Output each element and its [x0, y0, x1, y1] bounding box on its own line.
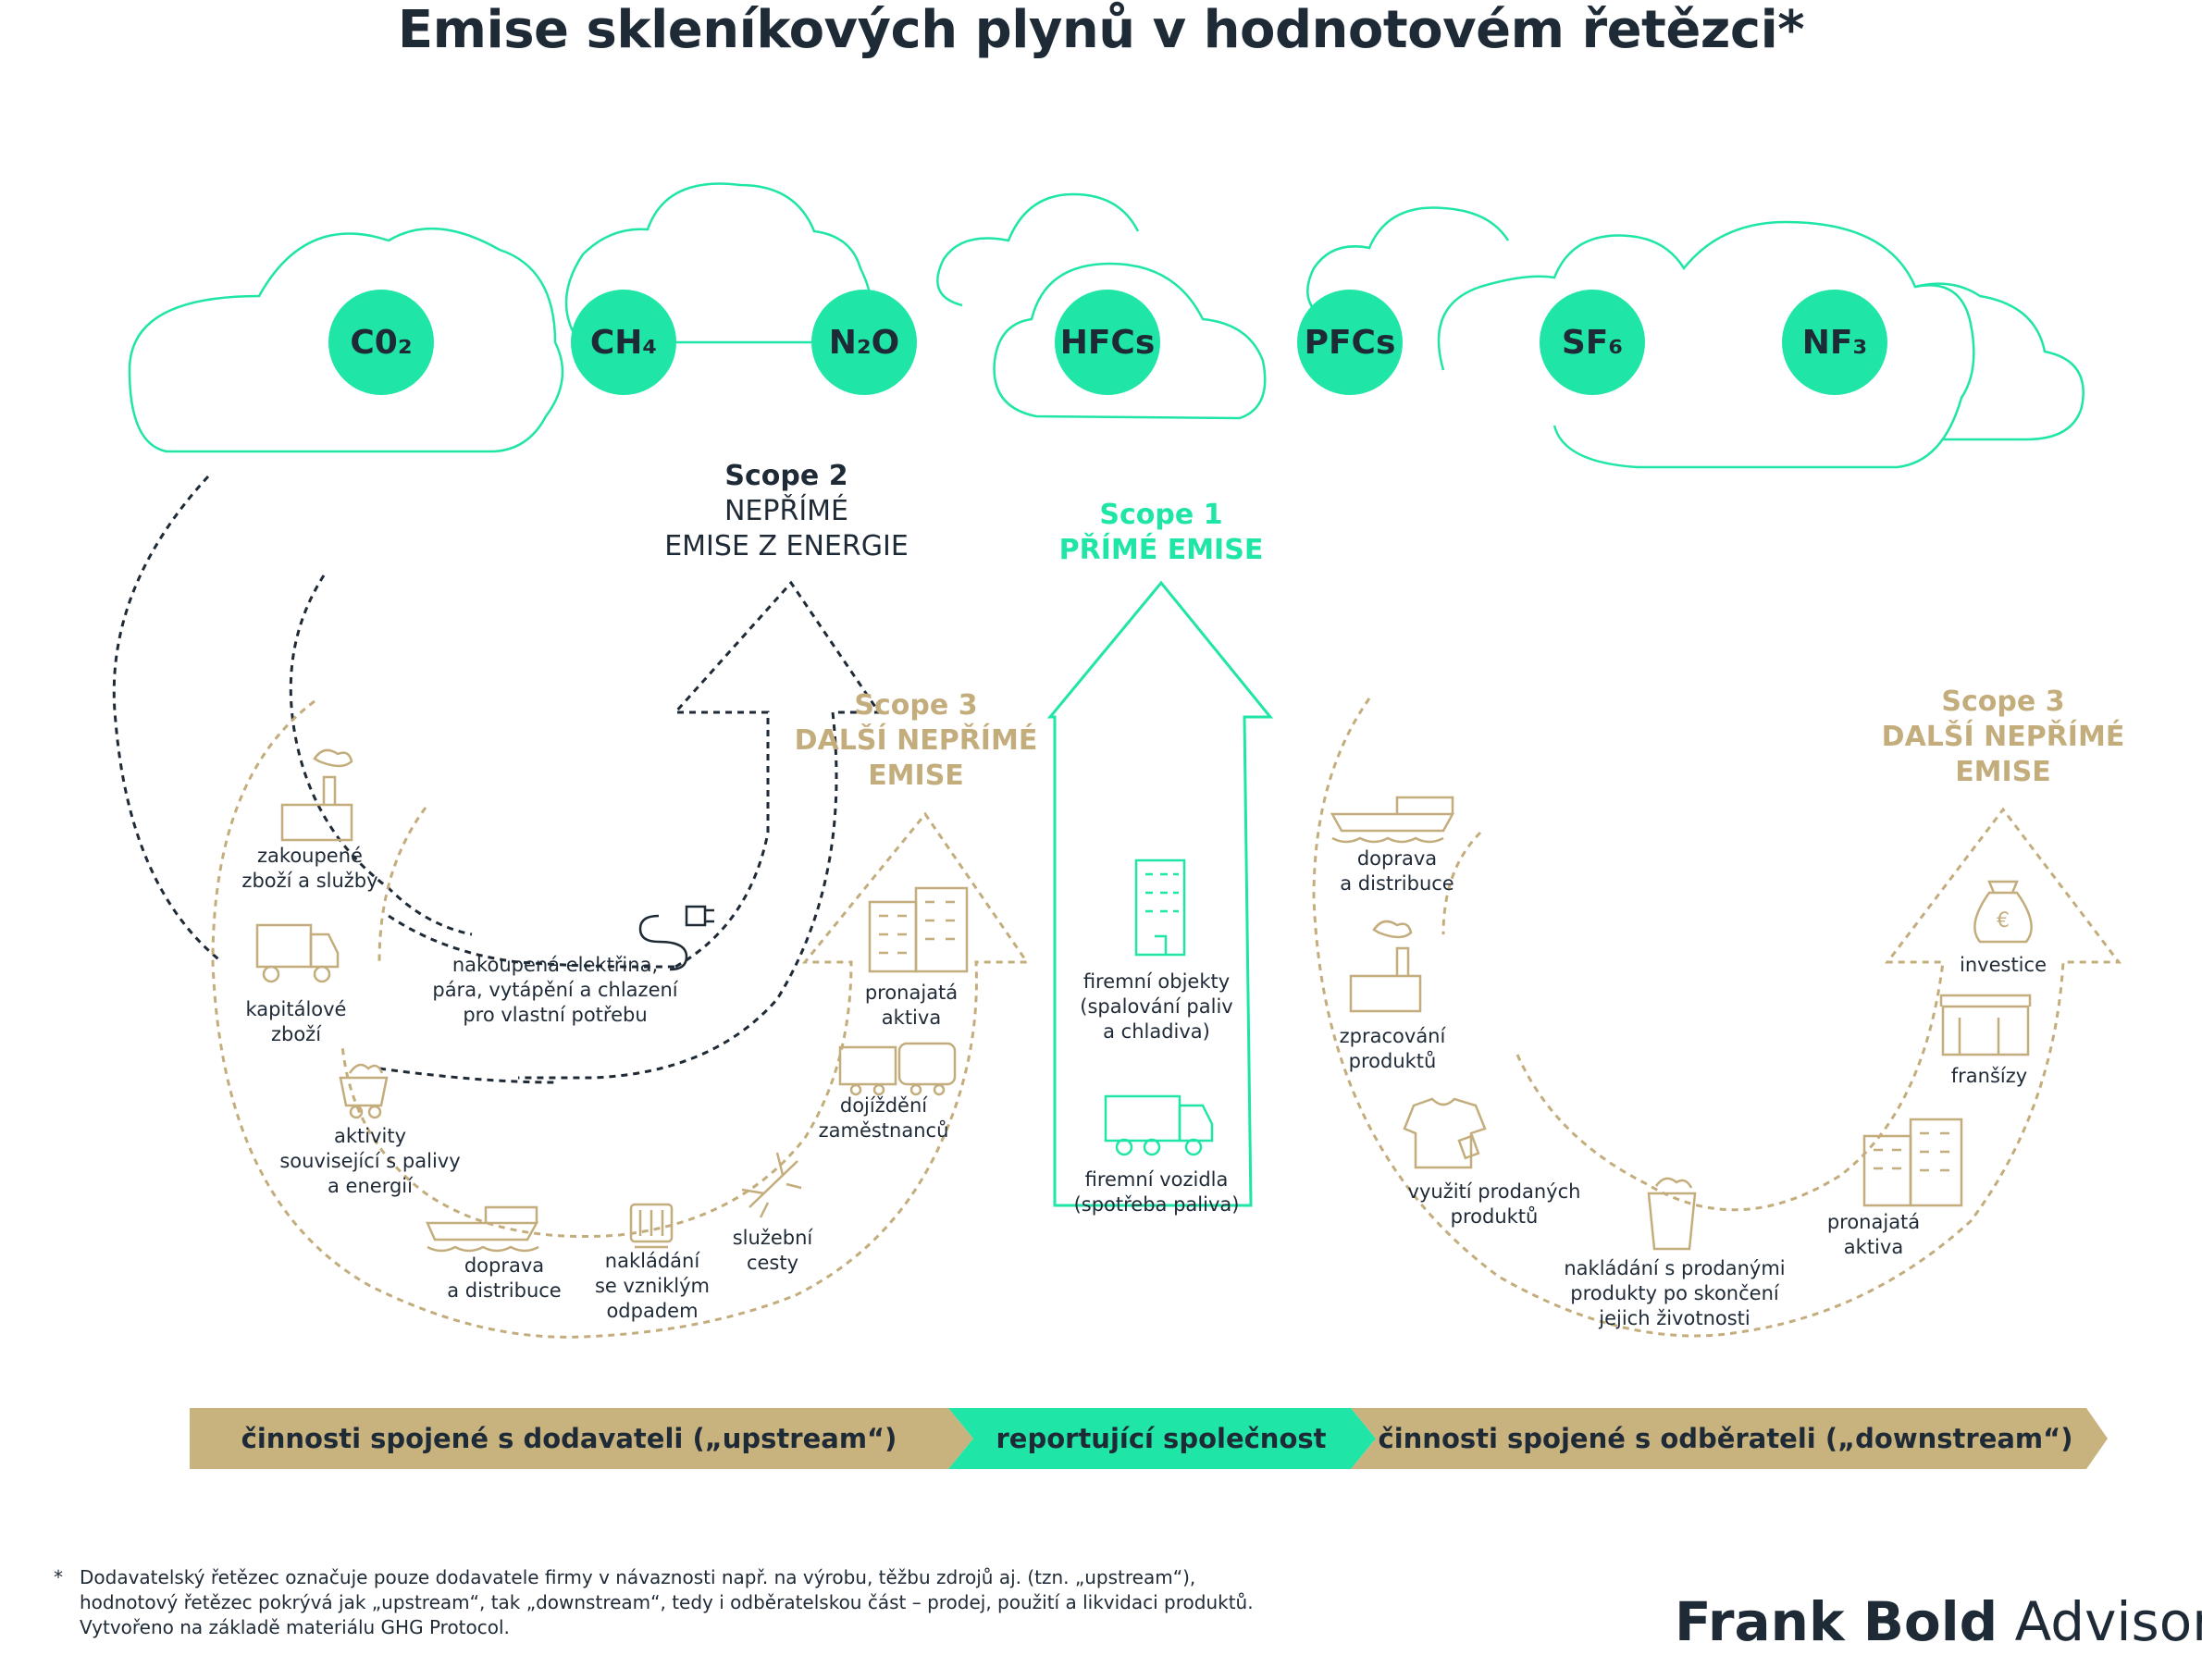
- tshirt-icon: [1403, 1097, 1487, 1169]
- truck-icon: [255, 923, 340, 983]
- frank-bold-logo: Frank Bold Advisory: [1675, 1590, 2202, 1653]
- plug-icon: [638, 905, 714, 971]
- gas-pfcs: PFCs: [1297, 290, 1403, 395]
- train-icon: [838, 1042, 957, 1096]
- band-upstream-shape: [190, 1408, 973, 1469]
- band-reporting: reportující společnost: [996, 1423, 1327, 1454]
- scope3-left-line2: EMISE: [868, 760, 964, 792]
- office-building-icon: [1134, 859, 1186, 957]
- gas-co2: C0₂: [328, 290, 434, 395]
- footnote-line: Dodavatelský řetězec označuje pouze doda…: [80, 1566, 1196, 1588]
- ship-downstream-icon: [1330, 796, 1455, 844]
- cloud-7: [1914, 282, 2084, 441]
- gas-nf3: NF₃: [1782, 290, 1887, 395]
- band-reporting-shape: [948, 1408, 1376, 1469]
- cloud-2: [564, 182, 874, 343]
- gas-n2o: N₂O: [811, 290, 917, 395]
- shop-icon: [1939, 994, 2032, 1056]
- airplane-icon: [741, 1152, 802, 1218]
- page-title: Emise skleníkových plynů v hodnotovém ře…: [397, 0, 1805, 60]
- scope3-right-line2: EMISE: [1955, 756, 2051, 788]
- svg-text:€: €: [1997, 909, 2010, 933]
- scope2-line2: EMISE Z ENERGIE: [664, 530, 909, 562]
- scope1-title: Scope 1: [1099, 499, 1223, 531]
- cloud-5: [1306, 206, 1510, 326]
- scope2-arrow: [112, 475, 882, 1084]
- label-investments: investice: [1960, 954, 2047, 976]
- recycle-bin-icon: [1647, 1177, 1697, 1251]
- cloud-3: [936, 192, 1140, 307]
- factory-downstream-icon: [1349, 920, 1422, 1013]
- scope3-right-arrow: [1312, 698, 2122, 1338]
- cloud-1: [128, 227, 564, 453]
- factory-icon: [280, 748, 353, 842]
- label-purchased-energy: nakoupená elektřina,pára, vytápění a chl…: [432, 954, 678, 1026]
- waste-bin-icon: [629, 1203, 674, 1249]
- scope3-left-title: Scope 3: [854, 689, 978, 722]
- scope1-line1: PŘÍMÉ EMISE: [1058, 534, 1264, 566]
- label-vehicles: firemní vozidla(spotřeba paliva): [1073, 1168, 1240, 1216]
- gas-sf6: SF₆: [1540, 290, 1645, 395]
- leased-building-downstream-icon: [1862, 1118, 1963, 1207]
- band-downstream-shape: [1351, 1408, 2108, 1469]
- scope3-right-line1: DALŠÍ NEPŘÍMÉ: [1881, 721, 2125, 753]
- scope3-right-title: Scope 3: [1941, 686, 2065, 718]
- scope2-line1: NEPŘÍMÉ: [724, 495, 849, 527]
- band-downstream: činnosti spojené s odběrateli („downstre…: [1378, 1423, 2073, 1454]
- scope2-title: Scope 2: [724, 460, 848, 492]
- clouds: [128, 182, 2084, 469]
- money-bag-icon: €: [1973, 880, 2033, 944]
- coal-cart-icon: [339, 1063, 389, 1119]
- cloud-4: [993, 262, 1267, 420]
- ship-icon: [426, 1205, 539, 1253]
- band-upstream: činnosti spojené s dodavateli („upstream…: [241, 1423, 897, 1454]
- gas-hfcs: HFCs: [1055, 290, 1160, 395]
- label-franchises: franšízy: [1950, 1065, 2028, 1087]
- footnote-line: hodnotový řetězec pokrývá jak „upstream“…: [80, 1591, 1254, 1613]
- scope1-arrow: [1046, 580, 1274, 1207]
- footnote-line: Vytvořeno na základě materiálu GHG Proto…: [80, 1616, 510, 1638]
- scope3-left-line1: DALŠÍ NEPŘÍMÉ: [794, 724, 1038, 757]
- leased-building-icon: [868, 886, 969, 973]
- gas-ch4: CH₄: [571, 290, 676, 395]
- company-truck-icon: [1104, 1094, 1214, 1156]
- scope3-left-arrow: [211, 699, 1030, 1339]
- footnote-star: *: [54, 1566, 63, 1588]
- cloud-6: [1437, 220, 1975, 469]
